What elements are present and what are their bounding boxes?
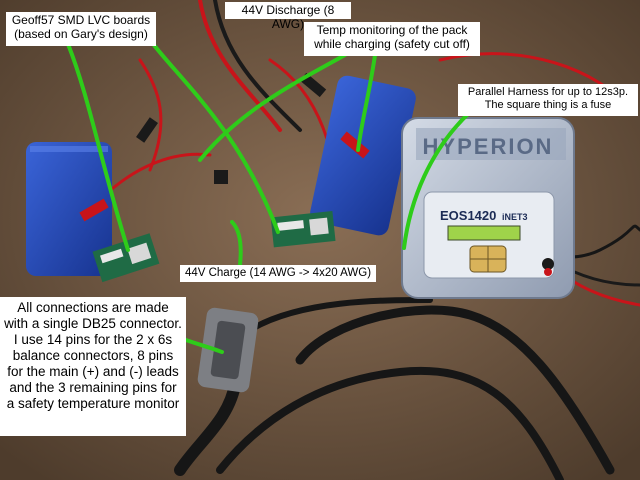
- annotation-pointers: [66, 38, 472, 354]
- charger-brand: HYPERION: [423, 134, 554, 159]
- label-discharge: 44V Discharge (8 AWG): [225, 2, 351, 31]
- charger-output-red: [544, 268, 552, 276]
- black-harness-cables: [174, 224, 640, 480]
- charger-model: EOS1420: [440, 208, 496, 223]
- charger-model-suffix: iNET3: [502, 212, 528, 222]
- lvc-board-right: [270, 211, 336, 248]
- lvc-board-left: [92, 233, 160, 283]
- label-db25-connections: All connections are made with a single D…: [0, 297, 186, 436]
- db25-connector: [197, 307, 259, 393]
- label-charge: 44V Charge (14 AWG -> 4x20 AWG): [180, 265, 376, 282]
- charger-lcd: [447, 225, 521, 241]
- hyperion-charger: [401, 117, 575, 299]
- charger-button-pad: [469, 245, 507, 273]
- label-parallel-harness: Parallel Harness for up to 12s3p. The sq…: [458, 84, 638, 116]
- charger-output-black: [542, 258, 554, 270]
- label-lvc-boards: Geoff57 SMD LVC boards (based on Gary's …: [6, 12, 156, 46]
- label-temp-monitoring: Temp monitoring of the pack while chargi…: [304, 22, 480, 56]
- battery-pack-left: [26, 142, 112, 276]
- bullet-connectors: [79, 72, 370, 222]
- fuse: [214, 170, 228, 184]
